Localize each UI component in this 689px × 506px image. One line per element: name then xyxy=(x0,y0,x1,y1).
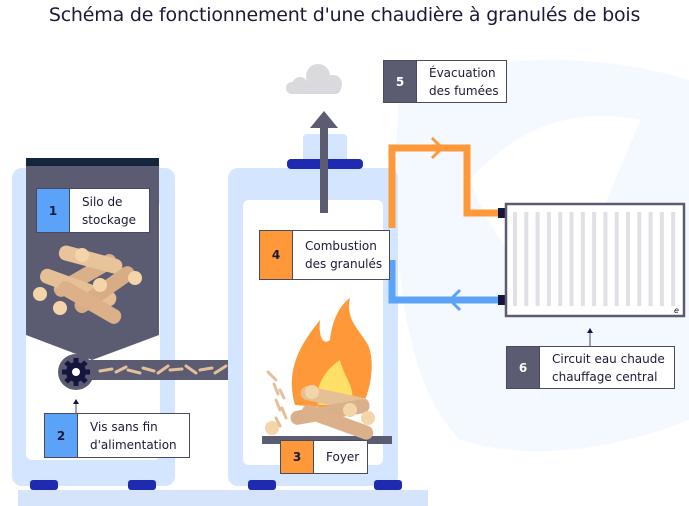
label-text: Évacuation des fumées xyxy=(429,65,499,98)
radiator-fin xyxy=(648,212,653,306)
radiator-fins xyxy=(513,212,676,306)
radiator-fin xyxy=(603,212,608,306)
foot xyxy=(128,480,156,490)
radiator-fin xyxy=(569,212,574,306)
label-number: 6 xyxy=(507,347,540,388)
label-text: Combustion des granulés xyxy=(305,239,383,271)
radiator-fin xyxy=(513,212,517,306)
pipe-connector xyxy=(498,295,506,305)
pointer-arrowhead xyxy=(587,328,593,333)
diagram-title: Schéma de fonctionnement d'une chaudière… xyxy=(48,4,641,26)
label-number: 4 xyxy=(260,231,293,279)
pointer-arrowhead xyxy=(73,399,79,404)
label-silo-de-stockage: 1 Silo de stockage xyxy=(36,188,150,233)
label-vis-sans-fin: 2 Vis sans fin d'alimentation xyxy=(44,413,190,458)
silo-lid xyxy=(26,158,159,166)
ground-base xyxy=(18,490,428,506)
label-text: Foyer xyxy=(326,450,360,464)
radiator-fin xyxy=(558,212,563,306)
radiator-fin xyxy=(659,212,664,306)
label-combustion: 4 Combustion des granulés xyxy=(259,230,390,280)
gear-icon xyxy=(62,358,90,386)
radiator-fin xyxy=(637,212,642,306)
label-text: Circuit eau chaude chauffage central xyxy=(552,351,665,384)
foot xyxy=(248,480,276,490)
smoke-arrow-head xyxy=(310,111,338,128)
cold-pipe xyxy=(388,260,500,304)
label-foyer: 3 Foyer xyxy=(280,440,368,474)
label-circuit-eau-chaude: 6 Circuit eau chaude chauffage central xyxy=(506,346,675,389)
radiator-fin xyxy=(524,212,529,306)
logs-icon xyxy=(265,385,375,440)
foot xyxy=(30,480,58,490)
radiator-fin xyxy=(546,212,551,306)
pellets-falling xyxy=(266,370,288,428)
label-text: Silo de stockage xyxy=(82,194,136,227)
label-evacuation-fumees: 5 Évacuation des fumées xyxy=(383,60,507,103)
pellets-silo-icon xyxy=(33,245,142,324)
label-number: 5 xyxy=(384,61,417,102)
heating-pipes xyxy=(388,136,506,312)
radiator-mark: e xyxy=(674,306,679,315)
smoke-cloud-icon xyxy=(286,64,342,94)
radiator-fin xyxy=(614,212,619,306)
radiator-fin xyxy=(626,212,630,306)
radiator-fin xyxy=(671,212,676,306)
smoke-arrow-shaft xyxy=(320,118,328,213)
cold-flow-arrow xyxy=(447,288,462,312)
foot xyxy=(374,480,402,490)
pipe-connector xyxy=(498,208,506,218)
label-number: 1 xyxy=(37,189,70,232)
label-number: 3 xyxy=(281,441,314,473)
label-text: Vis sans fin d'alimentation xyxy=(90,419,177,452)
radiator-fin xyxy=(580,212,585,306)
radiator: e xyxy=(504,202,686,348)
radiator-fin xyxy=(535,212,540,306)
label-number: 2 xyxy=(45,414,78,457)
hot-flow-arrow xyxy=(430,136,445,160)
radiator-fin xyxy=(592,212,597,306)
